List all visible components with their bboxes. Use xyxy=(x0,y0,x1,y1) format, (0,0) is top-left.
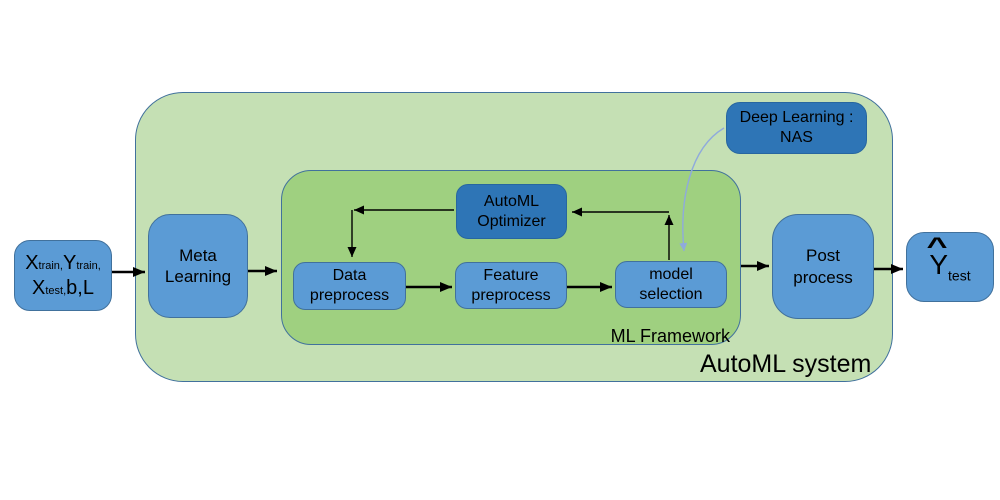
ml-framework-label: ML Framework xyxy=(610,326,730,346)
node-input-variables: Xtrain,Ytrain, Xtest,b,L xyxy=(14,240,112,311)
input-line-2: Xtest,b,L xyxy=(32,276,94,299)
node-feature-preprocess: Feature preprocess xyxy=(455,262,567,309)
nas-line-2: NAS xyxy=(780,129,813,146)
node-post-process: Post process xyxy=(772,214,874,319)
node-model-selection: model selection xyxy=(615,261,727,308)
node-meta-learning: Meta Learning xyxy=(148,214,248,318)
node-deep-learning-nas: Deep Learning : NAS xyxy=(726,102,867,154)
input-line-1: Xtrain,Ytrain, xyxy=(25,251,101,274)
nas-line-1: Deep Learning : xyxy=(739,109,854,126)
node-data-preprocess: Data preprocess xyxy=(293,262,406,310)
node-output-yhat: ^Ytest xyxy=(906,232,994,302)
automl-system-label: AutoML system xyxy=(700,350,872,378)
node-automl-optimizer: AutoML Optimizer xyxy=(456,184,567,239)
y-hat-symbol: ^Ytest xyxy=(926,233,971,284)
